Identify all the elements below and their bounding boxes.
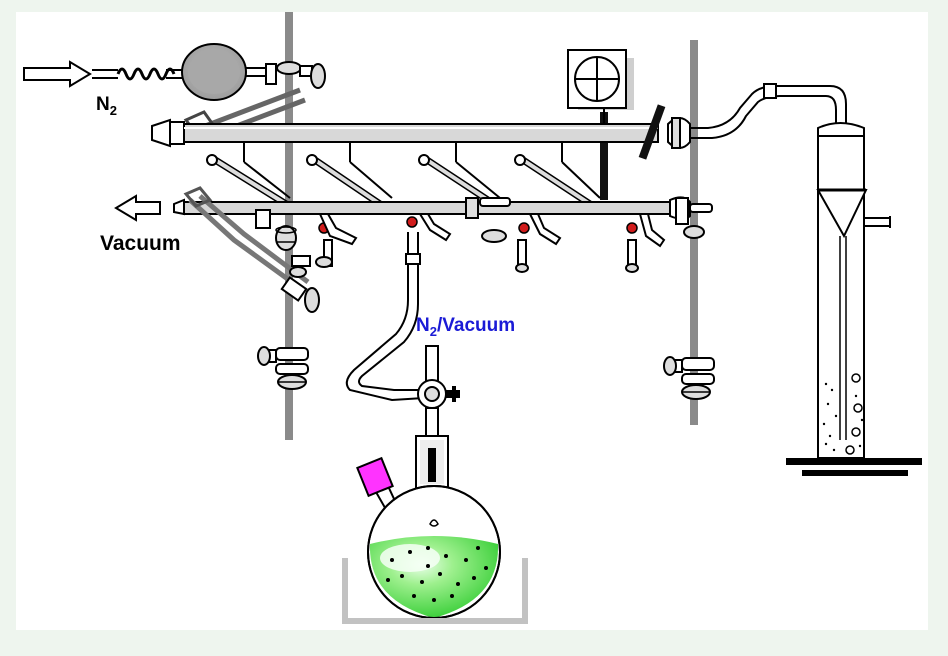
n2-inlet-label-sub: 2 <box>110 103 117 118</box>
oil-bubbler <box>786 123 922 476</box>
clamp-right-low[interactable] <box>664 357 714 399</box>
flask-line-label-post: /Vacuum <box>437 315 515 336</box>
flask-line-label-sub: 2 <box>430 324 437 339</box>
n2-inlet-label-main: N <box>96 94 110 115</box>
gas-bulb <box>182 44 276 100</box>
vacuum-label: Vacuum <box>100 232 181 255</box>
n2-manifold <box>152 104 690 159</box>
inlet-stopcock[interactable] <box>277 62 325 88</box>
vacuum-manifold <box>174 197 690 219</box>
flask-stopcock[interactable] <box>418 346 460 438</box>
n2-inlet-tubing <box>92 69 184 79</box>
stopcock-keys-upper <box>207 155 525 165</box>
vacuum-outlet-arrow-icon <box>116 196 160 220</box>
manifold-connectors <box>212 142 600 204</box>
round-bottom-flask <box>357 436 500 618</box>
n2-inlet-label: N2 <box>96 94 117 118</box>
flask-line-label: N2/Vacuum <box>416 315 515 339</box>
clamp-left-low[interactable] <box>258 347 308 389</box>
flask-line-label-pre: N <box>416 315 430 336</box>
stand-clamps <box>258 347 714 399</box>
n2-inlet-arrow-icon <box>24 62 90 86</box>
valve-keys-red[interactable] <box>319 217 637 233</box>
flask-tubing <box>347 232 424 400</box>
